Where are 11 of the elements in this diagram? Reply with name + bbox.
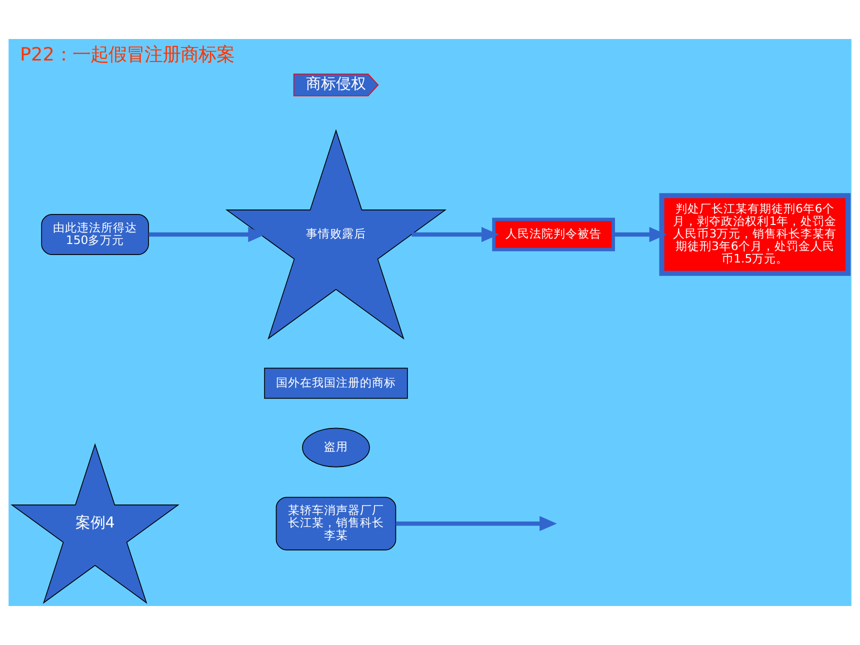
node-box: 国外在我国注册的商标	[264, 368, 408, 399]
node-box: 人民法院判令被告	[492, 218, 615, 252]
arrow	[412, 226, 499, 242]
node-box: 由此违法所得达150多万元	[41, 214, 149, 255]
node-box: 判处厂长江某有期徒刑6年6个月，剥夺政治权利1年，处罚金人民币3万元，销售科长李某有期徒刑3年6个月，处罚金人民币1.5万元。	[659, 193, 851, 276]
arrow	[614, 226, 667, 242]
node-box: 某轿车消声器厂厂长江某，销售科长李某	[276, 496, 396, 550]
arrow	[396, 516, 557, 532]
diagram-title: P22：一起假冒注册商标案	[20, 44, 234, 66]
arrow	[148, 226, 266, 242]
node-ellipse: 盗用	[302, 428, 370, 468]
